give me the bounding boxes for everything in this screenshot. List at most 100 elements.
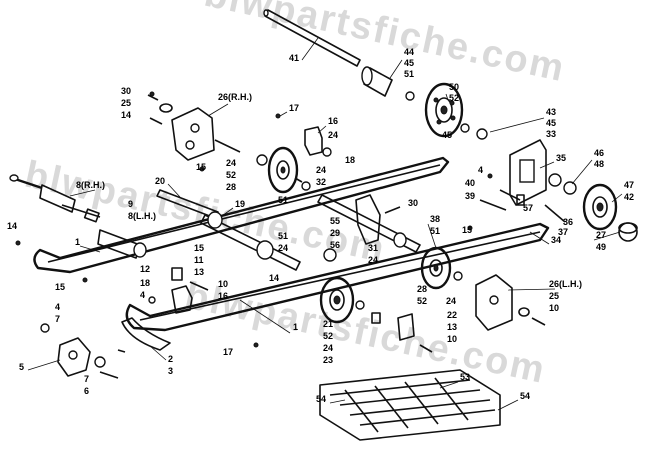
callout-24f: 24 <box>446 296 456 306</box>
front-arm-8-rh <box>9 174 101 218</box>
spacer-9 <box>83 208 100 223</box>
nut-15-upper <box>199 166 205 172</box>
callout-29: 29 <box>330 228 340 238</box>
callout-53: 53 <box>460 372 470 382</box>
washer-25-lh <box>518 307 530 317</box>
washer-7 <box>94 356 106 368</box>
pin-rh <box>214 139 241 153</box>
bearing-46 <box>548 173 562 187</box>
slide-rail-1-upper <box>33 156 450 274</box>
callout-52a: 52 <box>449 93 459 103</box>
callout-24b: 24 <box>226 158 236 168</box>
rear-arm-bracket-26-rh <box>171 107 215 161</box>
callout-4c: 4 <box>55 302 60 312</box>
callout-41: 41 <box>289 53 299 63</box>
callout-38: 38 <box>430 214 440 224</box>
callout-4a: 4 <box>478 165 483 175</box>
cross-shaft-19 <box>200 211 301 271</box>
nut-15-left <box>82 277 88 283</box>
bolt-6 <box>99 371 119 379</box>
bolt-30-mid <box>384 206 401 214</box>
callout-44: 44 <box>404 47 414 57</box>
callout-35: 35 <box>556 153 566 163</box>
block-16-top <box>304 126 323 156</box>
callout-21: 21 <box>323 319 333 329</box>
bolt-30-rh <box>147 94 159 101</box>
callout-47: 47 <box>624 180 634 190</box>
callout-22: 22 <box>447 310 457 320</box>
callout-51b: 51 <box>278 195 288 205</box>
washer-4-right <box>487 173 493 179</box>
front-arm-8-lh <box>97 229 147 259</box>
callout-5: 5 <box>19 362 24 372</box>
bolt-39 <box>479 199 507 211</box>
washer-25-rh <box>159 103 173 113</box>
bearing-45-lower <box>460 123 470 133</box>
callout-11: 11 <box>194 255 204 265</box>
callout-4b: 4 <box>140 290 145 300</box>
rear-arm-bracket-26-lh <box>475 274 513 331</box>
callout-50: 50 <box>449 82 459 92</box>
callout-18: 18 <box>345 155 355 165</box>
washer-4-front <box>40 323 50 333</box>
bolt-13-left <box>189 281 209 291</box>
callout-15c: 15 <box>194 243 204 253</box>
callout-10b: 10 <box>549 303 559 313</box>
callout-49: 49 <box>596 242 606 252</box>
track-clip-assembly-53 <box>319 369 501 441</box>
callout-31: 31 <box>368 243 378 253</box>
callout-32: 32 <box>316 177 326 187</box>
callout-43: 43 <box>546 107 556 117</box>
callout-26lh: 26(L.H.) <box>549 279 582 289</box>
callout-8lh: 8(L.H.) <box>128 211 156 221</box>
washer-24-upper <box>301 181 311 191</box>
callout-34: 34 <box>551 235 561 245</box>
screw-3 <box>117 349 126 353</box>
rear-idler-wheel-50 <box>424 82 464 138</box>
callout-56: 56 <box>330 240 340 250</box>
callout-30a: 30 <box>121 86 131 96</box>
callout-17b: 17 <box>223 347 233 357</box>
wheel-56 <box>323 248 337 262</box>
callout-13b: 13 <box>447 322 457 332</box>
callout-6: 6 <box>84 386 89 396</box>
bolt-14-rh <box>149 117 163 125</box>
callout-54b: 54 <box>520 391 530 401</box>
callout-55: 55 <box>330 216 340 226</box>
callout-28a: 28 <box>226 182 236 192</box>
bushing-57 <box>516 194 525 206</box>
callout-27: 27 <box>596 230 606 240</box>
callout-45b: 45 <box>546 118 556 128</box>
callout-23: 23 <box>323 355 333 365</box>
callout-52d: 52 <box>323 331 333 341</box>
callout-24c: 24 <box>316 165 326 175</box>
callout-15b: 15 <box>462 225 472 235</box>
bolt-32 <box>294 177 303 183</box>
callout-15d: 15 <box>55 282 65 292</box>
cross-shaft-31 <box>317 194 421 253</box>
callout-16a: 16 <box>328 116 338 126</box>
callout-10a: 10 <box>218 279 228 289</box>
callout-39: 39 <box>465 191 475 201</box>
callout-52b: 52 <box>226 170 236 180</box>
axle-housing-35 <box>509 139 547 206</box>
callout-24g: 24 <box>323 343 333 353</box>
spacer-23 <box>371 312 381 324</box>
callout-25a: 25 <box>121 98 131 108</box>
washer-4-left <box>148 296 156 304</box>
bolt-17-bottom <box>253 342 259 348</box>
callout-51a: 51 <box>404 69 414 79</box>
callout-57: 57 <box>523 203 533 213</box>
callout-18b: 18 <box>140 278 150 288</box>
bearing-52-upper <box>256 154 268 166</box>
nut-15-right <box>467 225 473 231</box>
callout-51d: 51 <box>278 231 288 241</box>
callout-19: 19 <box>235 199 245 209</box>
callout-51c: 51 <box>430 226 440 236</box>
callout-45a: 45 <box>404 58 414 68</box>
callout-26rh: 26(R.H.) <box>218 92 252 102</box>
watermark-bottom: blwpartsfiche.com <box>181 275 549 393</box>
flange-48 <box>563 181 577 195</box>
callout-20: 20 <box>155 176 165 186</box>
